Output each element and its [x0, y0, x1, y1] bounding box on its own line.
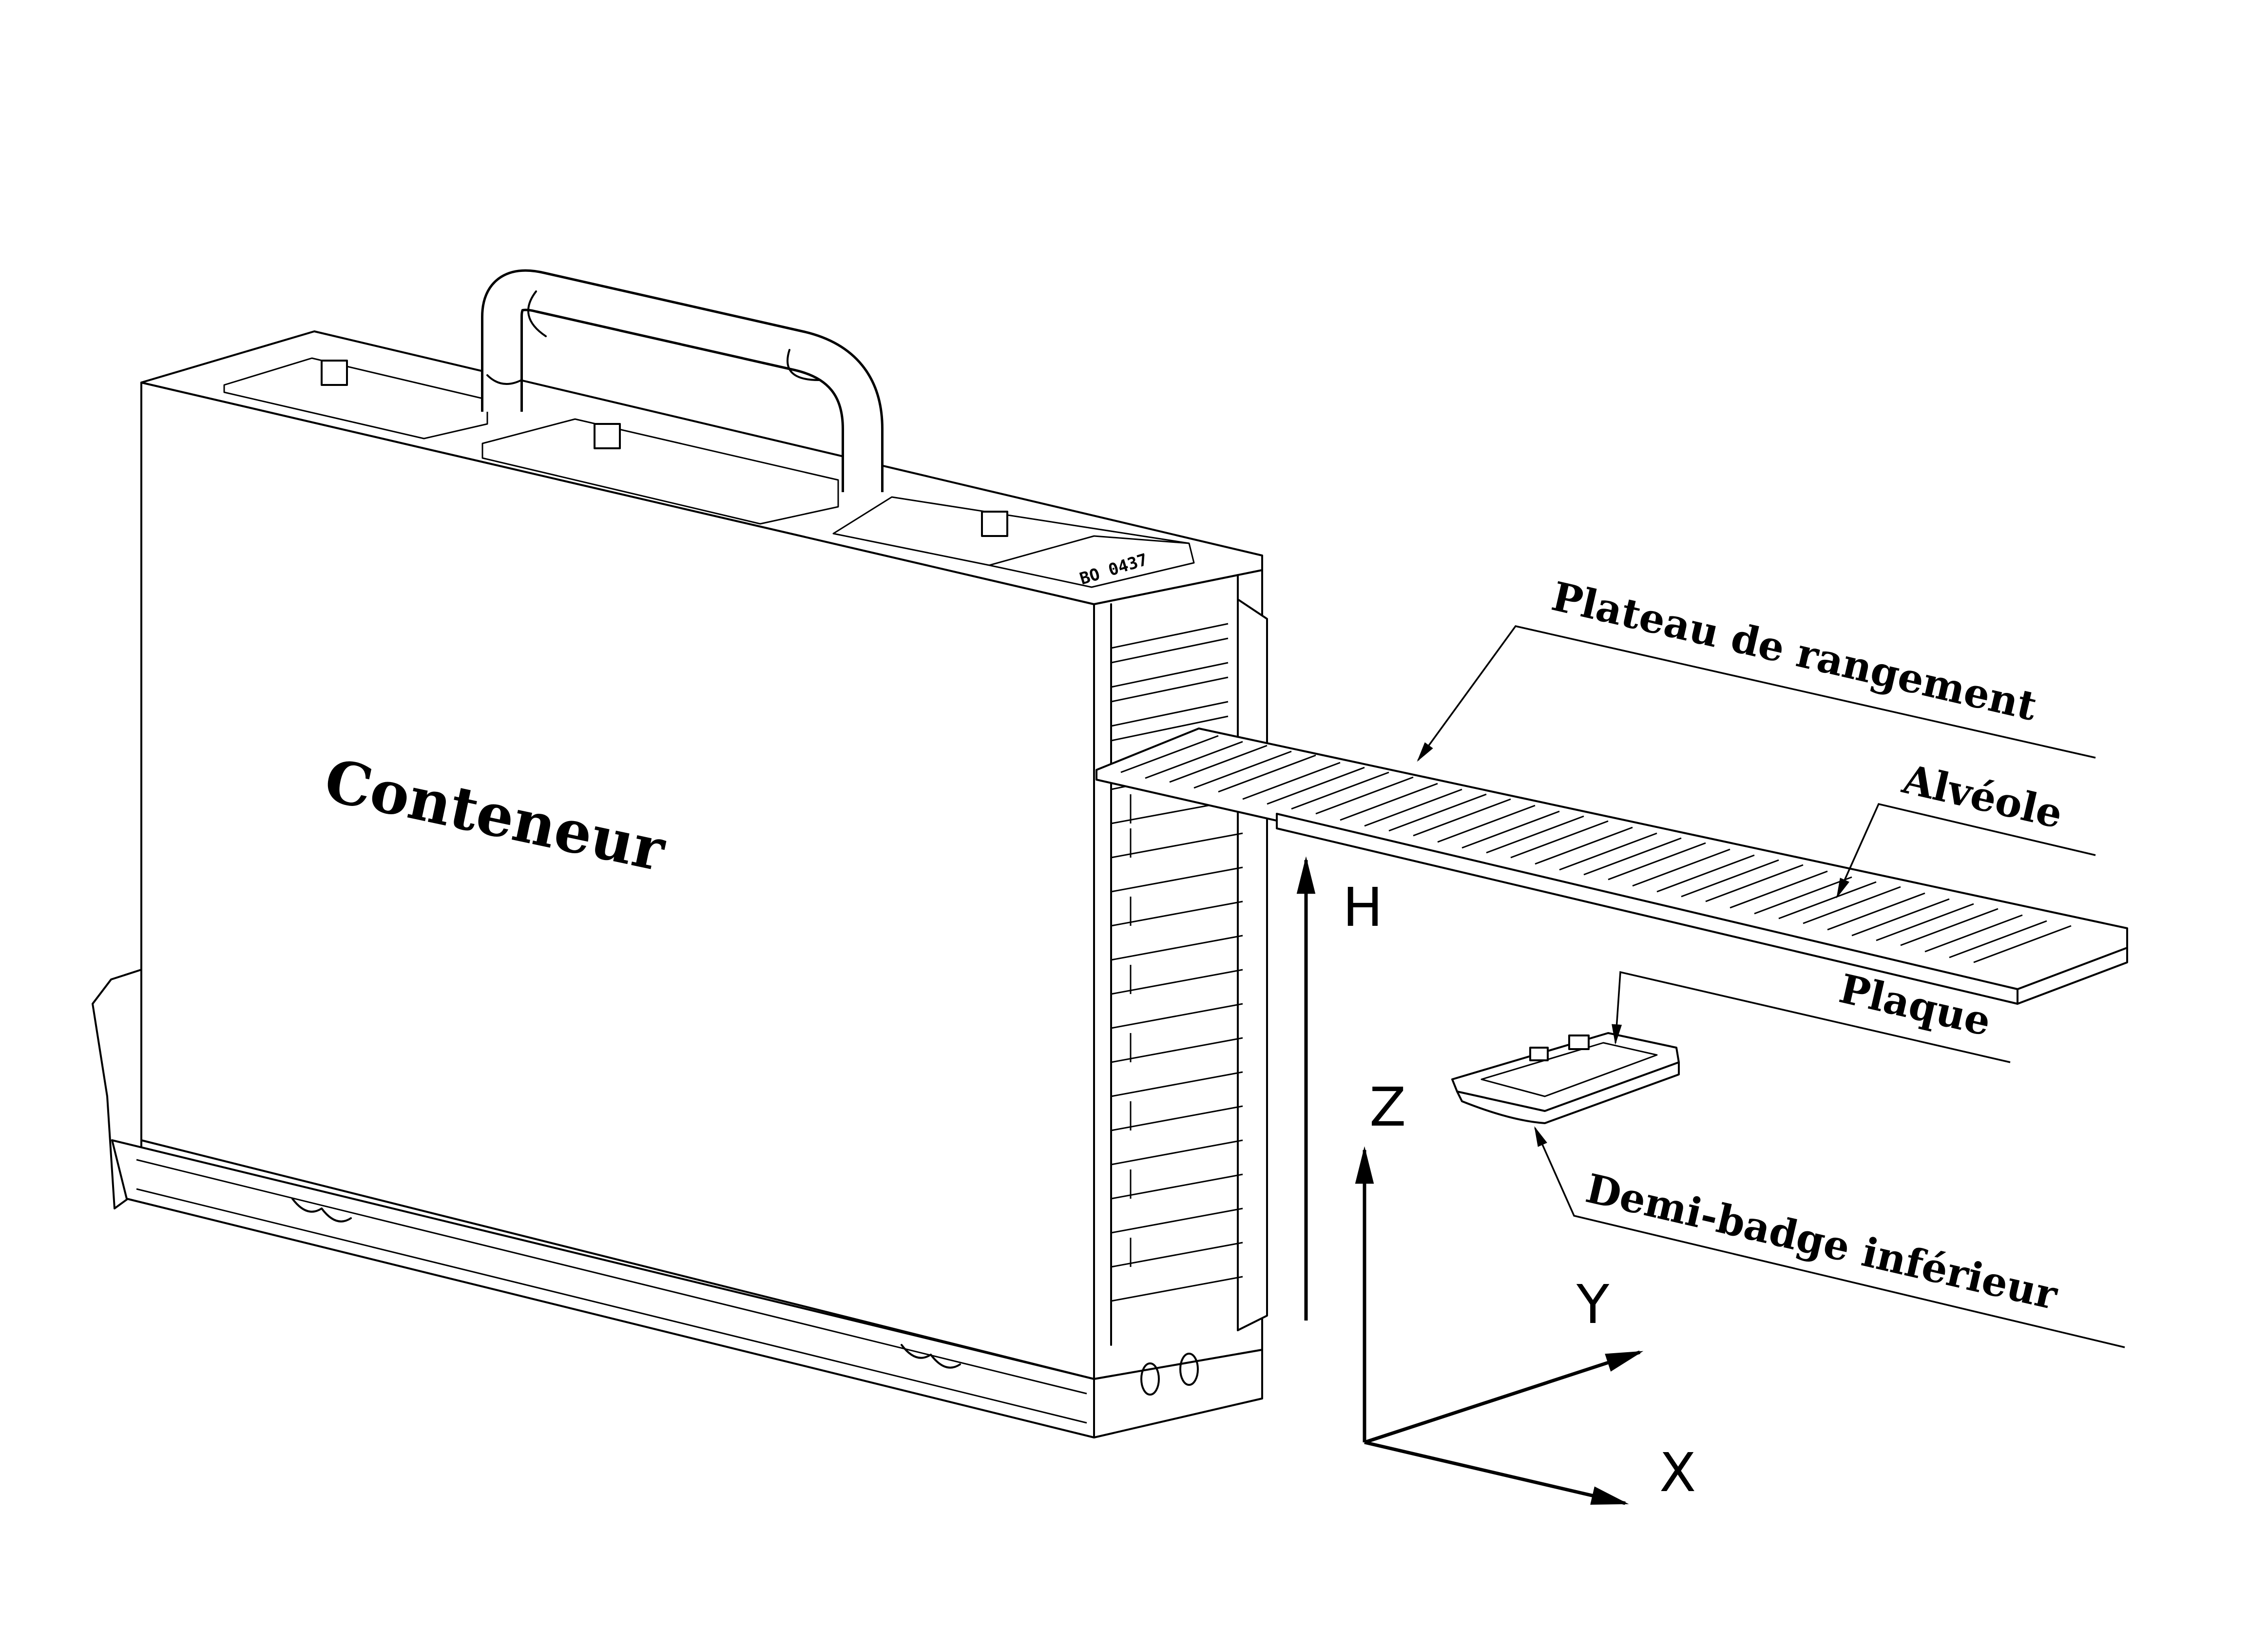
base-rollers [291, 1198, 961, 1369]
z-axis-label: Z [1369, 1076, 1406, 1138]
cell-leader [1836, 803, 2096, 899]
height-axis-label: H [1343, 876, 1383, 938]
rack-flange [1237, 598, 1268, 1331]
x-axis-arrow [1364, 1440, 1629, 1505]
base-holes [1140, 1353, 1199, 1396]
tray-slots [1120, 735, 2072, 963]
tray-leader [1417, 625, 2096, 762]
plate-contact-2 [1529, 1047, 1549, 1061]
container: BO 0437 [92, 269, 1268, 1438]
coordinate-axes [1296, 856, 1644, 1505]
half-badge-plate [1451, 1032, 1680, 1124]
top-knob-1 [321, 360, 348, 386]
top-knob-2 [594, 423, 621, 449]
half-badge-label: Demi-badge inférieur [1582, 1165, 2063, 1319]
half-badge-body [1451, 1032, 1680, 1112]
x-axis-label: X [1659, 1441, 1696, 1504]
base-front [1093, 1349, 1263, 1438]
plate-leader [1612, 971, 2011, 1063]
top-pocket-1 [223, 357, 488, 440]
tray-label: Plateau de rangement [1548, 573, 2041, 730]
plate-recess [1480, 1042, 1658, 1097]
cell-label: Alvéole [1898, 756, 2067, 838]
half-badge-leader [1534, 1126, 2125, 1348]
y-axis-label: Y [1576, 1273, 1610, 1336]
plate-contact [1568, 1034, 1590, 1050]
top-pocket-2 [481, 418, 839, 525]
leader-lines [1417, 625, 2125, 1348]
carry-handle [481, 269, 884, 492]
y-axis-arrow [1364, 1350, 1644, 1444]
storage-tray [1096, 728, 2128, 1005]
top-knob-3 [981, 511, 1008, 537]
